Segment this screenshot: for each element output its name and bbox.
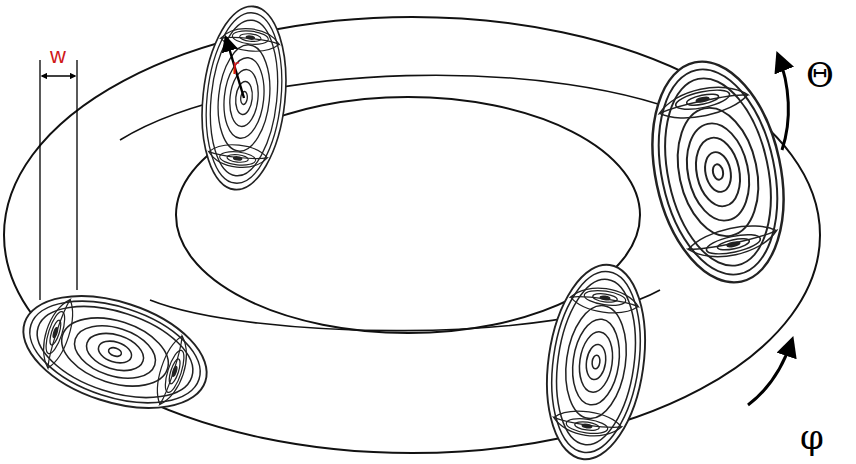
width-label: w: [50, 45, 66, 67]
radius-label: r: [232, 56, 239, 78]
toroidal-angle-label: φ: [800, 420, 824, 454]
poloidal-angle-label: Θ: [806, 58, 834, 92]
